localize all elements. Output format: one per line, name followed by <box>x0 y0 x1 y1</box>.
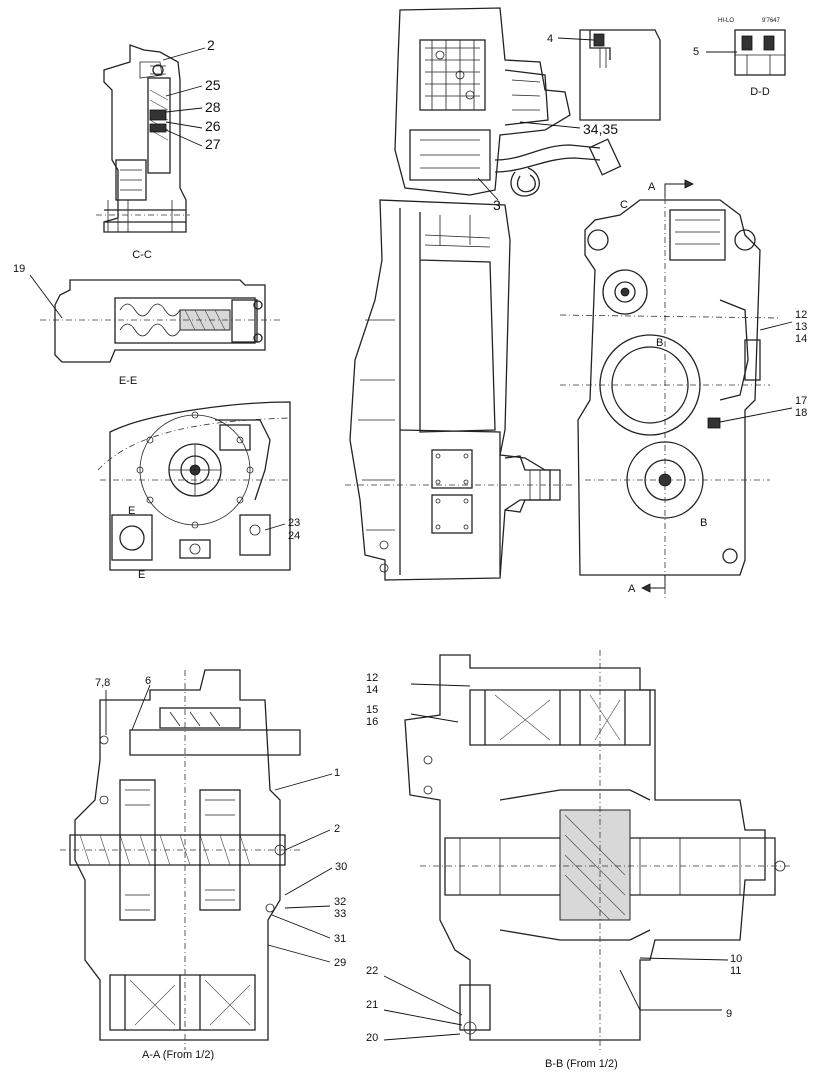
bolt-circle <box>136 411 254 529</box>
callout-6: 6 <box>145 675 151 687</box>
section-mark-a-top: A <box>648 181 656 193</box>
callout-1: 1 <box>334 767 340 779</box>
view-e-e: 19 E-E <box>13 263 280 387</box>
callout-18: 18 <box>795 407 807 419</box>
callout-15: 15 <box>366 704 378 716</box>
callout-4: 4 <box>547 33 553 45</box>
view-a-a-caption: A-A (From 1/2) <box>142 1049 214 1061</box>
view-flange-housing: E E 23 24 <box>97 401 300 581</box>
view-side-transmission <box>345 199 575 581</box>
callout-2: 2 <box>207 37 215 53</box>
detail-item-4: 4 <box>547 29 661 121</box>
callout-24: 24 <box>288 530 300 542</box>
callout-2-aa: 2 <box>334 823 340 835</box>
view-d-d-caption: D-D <box>750 86 770 98</box>
view-d-d-note-left: HI-LO <box>718 18 734 24</box>
callout-22: 22 <box>366 965 378 977</box>
callout-30: 30 <box>335 861 347 873</box>
callout-12: 12 <box>795 309 807 321</box>
view-e-e-caption: E-E <box>119 375 137 387</box>
callout-25: 25 <box>205 77 221 93</box>
callout-7-8: 7,8 <box>95 677 110 689</box>
callout-17: 17 <box>795 395 807 407</box>
view-top-valve: 34,35 3 <box>394 7 622 213</box>
callout-5: 5 <box>693 46 699 58</box>
callout-11: 11 <box>730 965 741 977</box>
section-arrow-a-bottom: A <box>628 575 666 595</box>
callout-21: 21 <box>366 999 378 1011</box>
section-arrow-a-top: A <box>648 179 694 198</box>
callout-34-35: 34,35 <box>583 121 618 137</box>
callout-31: 31 <box>334 933 346 945</box>
view-d-d: HI-LO 9'7647 5 D-D <box>693 18 786 98</box>
callout-23: 23 <box>288 517 300 529</box>
section-mark-c: C <box>620 199 628 211</box>
callout-9: 9 <box>726 1008 732 1020</box>
view-c-c-caption: C-C <box>132 249 152 261</box>
section-mark-e-top: E <box>128 505 135 517</box>
view-a-a: 7,8 6 1 2 30 32 33 31 29 A-A (From 1/2) <box>60 669 347 1061</box>
view-b-b: 12 14 15 16 10 11 9 22 21 20 B-B (From 1… <box>366 650 790 1070</box>
callout-13: 13 <box>795 321 807 333</box>
callout-20: 20 <box>366 1032 378 1044</box>
callout-19: 19 <box>13 263 25 275</box>
view-d-d-note-right: 9'7647 <box>762 18 780 24</box>
callout-14-bb: 14 <box>366 684 378 696</box>
section-mark-b-top: B <box>656 337 663 349</box>
callout-16: 16 <box>366 716 378 728</box>
view-b-b-caption: B-B (From 1/2) <box>545 1058 618 1070</box>
callout-29: 29 <box>334 957 346 969</box>
view-front-transmission: A A C B B 12 13 14 17 18 <box>559 179 807 600</box>
callout-10: 10 <box>730 953 742 965</box>
callout-26: 26 <box>205 118 221 134</box>
callout-32: 32 <box>334 896 346 908</box>
callout-14: 14 <box>795 333 807 345</box>
callout-12-bb: 12 <box>366 672 378 684</box>
section-mark-a-bottom: A <box>628 583 636 595</box>
section-mark-b-bottom: B <box>700 517 707 529</box>
callout-33: 33 <box>334 908 346 920</box>
section-mark-e-bottom: E <box>138 569 145 581</box>
view-c-c: C-C 2 25 28 26 27 <box>96 37 221 261</box>
callout-28: 28 <box>205 99 221 115</box>
callout-27: 27 <box>205 136 221 152</box>
